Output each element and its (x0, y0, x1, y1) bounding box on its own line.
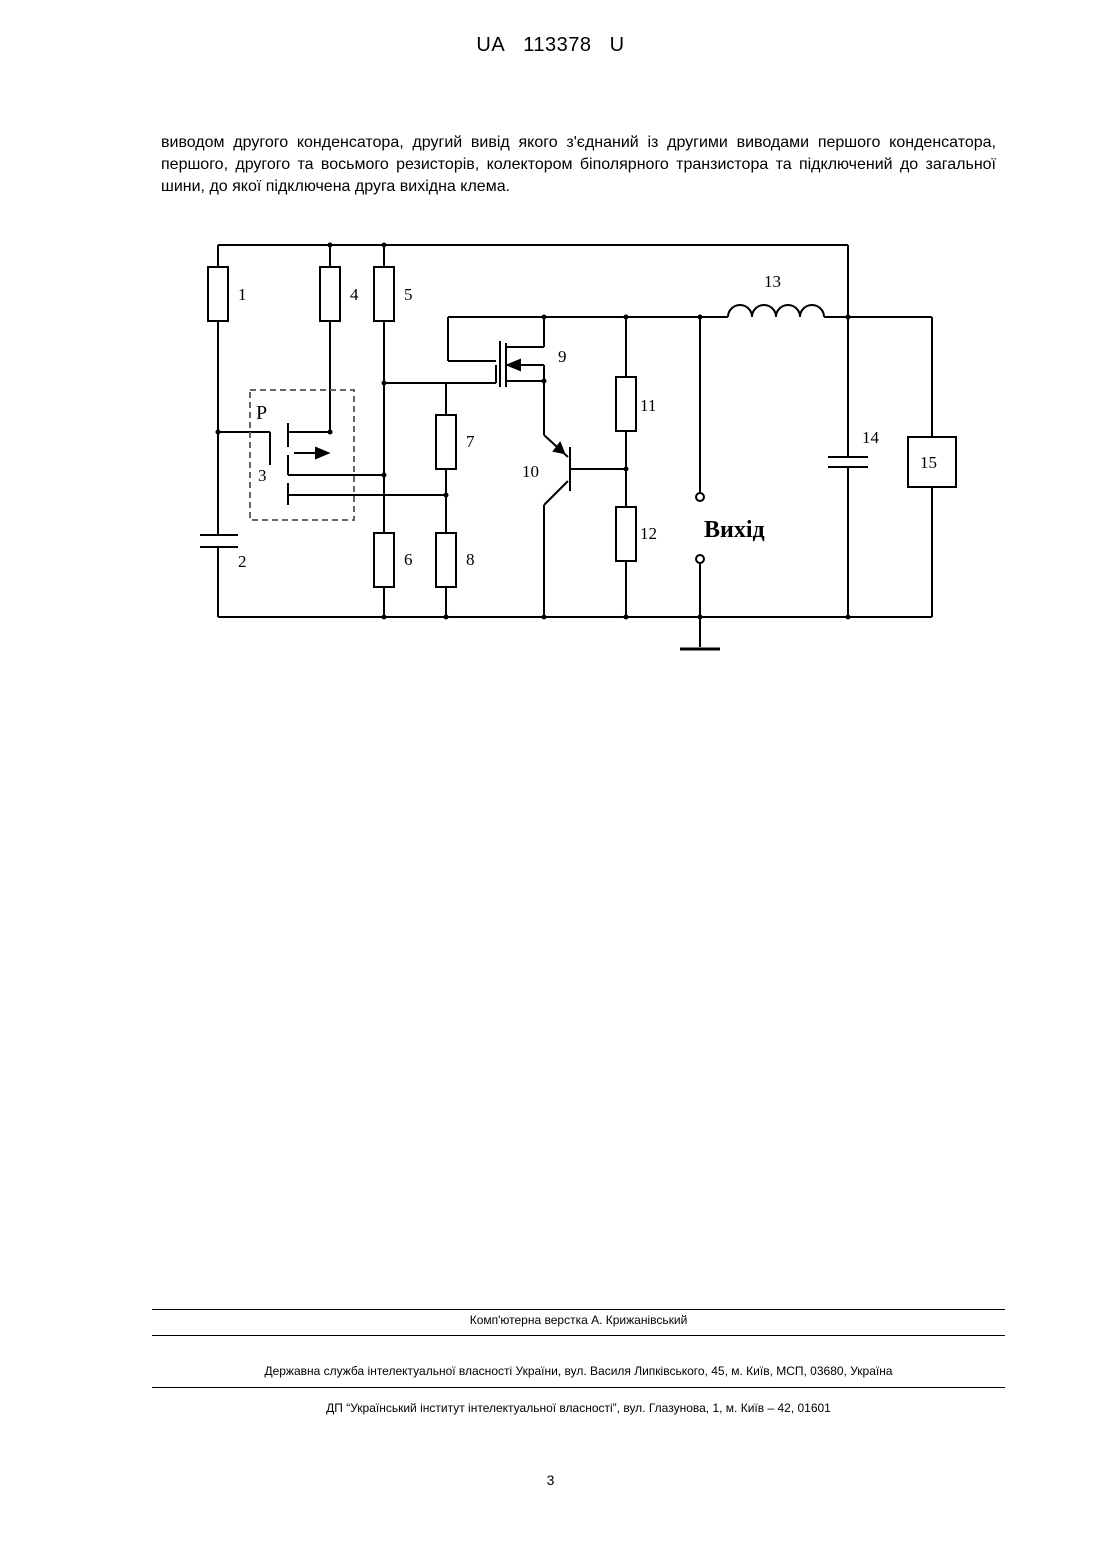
label-12: 12 (640, 524, 657, 543)
label-4: 4 (350, 285, 359, 304)
label-output: Вихід (704, 517, 765, 543)
resistor-1 (208, 267, 228, 321)
label-2: 2 (238, 552, 247, 571)
label-p: P (256, 402, 267, 424)
patent-header: UA 113378 U (0, 34, 1101, 57)
footer-rule-bottom (152, 1387, 1005, 1388)
patent-country: UA (476, 34, 505, 56)
resistor-11 (616, 377, 636, 431)
footer-rule-middle (152, 1335, 1005, 1336)
label-15: 15 (920, 453, 937, 472)
label-11: 11 (640, 396, 656, 415)
resistor-6 (374, 533, 394, 587)
label-6: 6 (404, 550, 413, 569)
label-9: 9 (558, 347, 567, 366)
patent-kind: U (610, 34, 625, 56)
resistor-4 (320, 267, 340, 321)
patent-number: 113378 (523, 34, 591, 56)
page-number: 3 (0, 1472, 1101, 1488)
label-3: 3 (258, 466, 267, 485)
resistor-12 (616, 507, 636, 561)
inductor-13 (728, 305, 824, 317)
resistor-8 (436, 533, 456, 587)
footer-rule-top (152, 1309, 1005, 1310)
label-13: 13 (764, 272, 781, 291)
circuit-svg: 1 2 3 P 4 5 6 7 8 9 10 11 12 13 14 15 Ви… (190, 225, 970, 665)
agency-address: Державна служба інтелектуальної власност… (152, 1364, 1005, 1378)
claims-paragraph: виводом другого конденсатора, другий вив… (161, 132, 996, 198)
circuit-diagram: 1 2 3 P 4 5 6 7 8 9 10 11 12 13 14 15 Ви… (190, 225, 970, 665)
label-5: 5 (404, 285, 413, 304)
resistor-5 (374, 267, 394, 321)
institute-address: ДП “Український інститут інтелектуальної… (152, 1401, 1005, 1415)
resistor-7 (436, 415, 456, 469)
layout-credit: Комп'ютерна верстка А. Крижанівський (152, 1313, 1005, 1327)
label-8: 8 (466, 550, 475, 569)
label-10: 10 (522, 462, 539, 481)
label-7: 7 (466, 432, 475, 451)
label-14: 14 (862, 428, 880, 447)
claims-text: виводом другого конденсатора, другий вив… (161, 132, 996, 198)
label-1: 1 (238, 285, 247, 304)
